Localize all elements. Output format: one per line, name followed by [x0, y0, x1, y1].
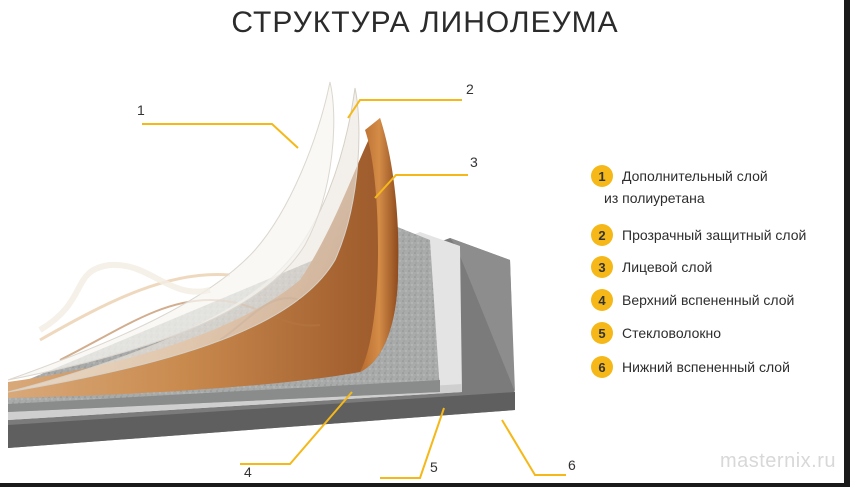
- legend-label-5: Стекловолокно: [622, 325, 722, 341]
- legend-item-2: 2 Прозрачный защитный слой: [591, 222, 806, 248]
- legend-badge-5: 5: [591, 322, 613, 344]
- legend-sublabel-1: из полиуретана: [604, 190, 705, 206]
- legend-badge-2: 2: [591, 224, 613, 246]
- legend-label-3: Лицевой слой: [622, 259, 713, 275]
- legend-item-3: 3 Лицевой слой: [591, 254, 712, 280]
- callout-1: 1: [137, 102, 145, 118]
- watermark: masternix.ru: [719, 450, 836, 472]
- callout-lines: [142, 99, 566, 479]
- legend-badge-3: 3: [591, 256, 613, 278]
- callout-3: 3: [470, 154, 478, 170]
- legend-item-1: 1 Дополнительный слой: [591, 163, 768, 189]
- legend-badge-1: 1: [591, 165, 613, 187]
- callout-5: 5: [430, 459, 438, 475]
- legend-label-6: Нижний вспененный слой: [622, 359, 790, 375]
- legend-item-4: 4 Верхний вспененный слой: [591, 287, 794, 313]
- diagram-title: СТРУКТУРА ЛИНОЛЕУМА: [231, 6, 619, 39]
- legend-label-1: Дополнительный слой: [622, 168, 768, 184]
- callout-2: 2: [466, 81, 474, 97]
- callout-6: 6: [568, 457, 576, 473]
- legend-badge-6: 6: [591, 356, 613, 378]
- callout-4: 4: [244, 464, 252, 480]
- legend-item-5: 5 Стекловолокно: [591, 320, 721, 346]
- right-edge-border: [844, 0, 850, 487]
- bottom-edge-border: [0, 483, 850, 487]
- legend-badge-4: 4: [591, 289, 613, 311]
- legend-label-2: Прозрачный защитный слой: [622, 227, 807, 243]
- layer-polyurethane: [7, 81, 335, 381]
- legend-item-6: 6 Нижний вспененный слой: [591, 354, 790, 380]
- legend-label-4: Верхний вспененный слой: [622, 292, 795, 308]
